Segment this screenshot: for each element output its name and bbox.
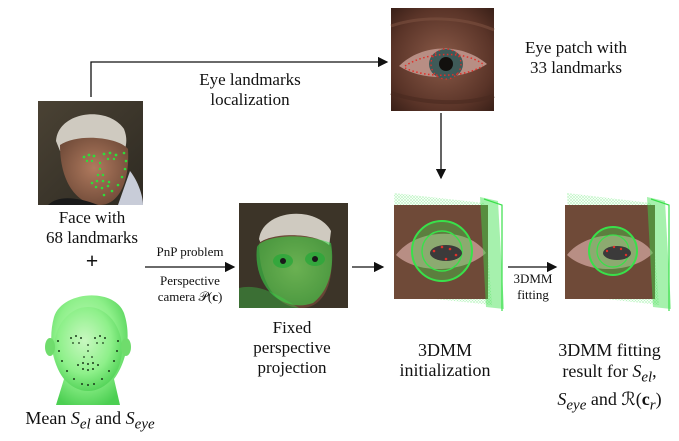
result-for: result for: [562, 361, 628, 381]
mean-caption: Mean Sel and Seye: [0, 408, 180, 435]
init-caption-line1: 3DMM: [417, 340, 472, 360]
result-subscript-el: el: [641, 369, 653, 386]
symbol-S-el: S: [70, 408, 80, 428]
symbol-c: c: [212, 289, 218, 304]
result-image: [565, 193, 671, 311]
symbol-S-eye: S: [125, 408, 135, 428]
result-caption-line3: Seye and ℛ(cr): [557, 388, 662, 414]
eye-localization-label-line2: localization: [210, 90, 290, 109]
perspective-label-line1: Perspective: [160, 273, 220, 288]
result-symbol-S-eye: S: [557, 388, 567, 409]
fitting-arrow-label-line1: 3DMM: [513, 271, 553, 286]
fixed-caption-line3: projection: [257, 358, 327, 377]
symbol-R: ℛ: [621, 388, 636, 409]
eye-patch-image: [390, 8, 495, 111]
result-caption-line1: 3DMM fitting: [558, 340, 661, 360]
result-subscript-eye: eye: [566, 397, 587, 414]
plus-sign: +: [85, 248, 99, 273]
face-caption-line1: Face with: [58, 208, 126, 227]
perspective-label-line2: camera 𝒫(c): [157, 289, 223, 304]
init-image: [394, 193, 504, 311]
result-and: and: [590, 388, 617, 409]
mean-head-model: [45, 295, 131, 405]
symbol-P: 𝒫: [198, 289, 208, 304]
eye-patch-caption-line2: 33 landmarks: [529, 58, 623, 77]
init-caption-line2: initialization: [399, 360, 491, 380]
fitting-arrow-label-line2: fitting: [517, 287, 549, 302]
arrow-face-to-eye-patch: [90, 56, 389, 97]
mean-and: and: [95, 408, 122, 428]
eye-patch-caption-line1: Eye patch with: [525, 38, 627, 57]
mean-prefix: Mean: [25, 408, 67, 428]
subscript-el: el: [79, 416, 91, 433]
subscript-eye: eye: [134, 416, 155, 433]
result-symbol-S-el: S: [632, 361, 642, 381]
camera-word: camera: [157, 289, 196, 304]
face-photo: [38, 101, 143, 205]
eye-localization-label-line1: Eye landmarks: [199, 70, 301, 89]
fixed-caption-line1: Fixed: [272, 318, 312, 337]
fixed-caption-line2: perspective: [253, 338, 331, 357]
result-caption-line2: result for Sel,: [562, 361, 657, 386]
fixed-projection-image: [239, 203, 348, 308]
face-caption-line2: 68 landmarks: [45, 228, 139, 247]
subscript-r: r: [649, 397, 656, 414]
symbol-c-r: c: [641, 388, 650, 409]
pnp-label: PnP problem: [156, 244, 224, 259]
